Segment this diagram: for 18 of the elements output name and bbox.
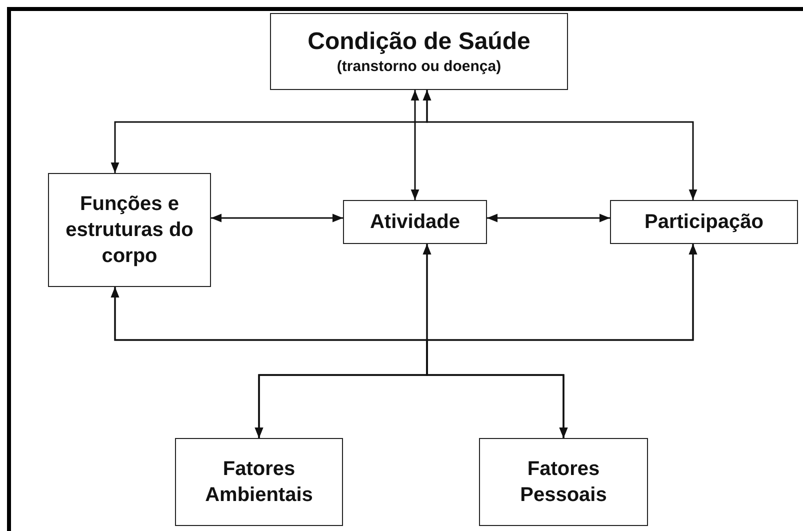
arrow [426,244,698,438]
arrow [487,214,610,222]
arrow [422,90,698,200]
process-box [270,13,568,90]
process-box [343,200,487,244]
box-title: Fatores Pessoais [519,457,608,508]
box-subtitle: (transtorno ou doença) [336,57,502,77]
box-title: Condição de Saúde [308,27,530,58]
process-box [175,438,343,526]
process-box [479,438,648,526]
box-title: Funções e estruturas do corpo [64,192,194,269]
box-title: Participação [644,210,764,235]
process-box [48,173,211,287]
box-title: Fatores Ambientais [204,457,314,508]
box-title: Atividade [370,210,460,235]
arrow [410,90,420,200]
arrow [211,214,343,222]
process-box [610,200,798,244]
